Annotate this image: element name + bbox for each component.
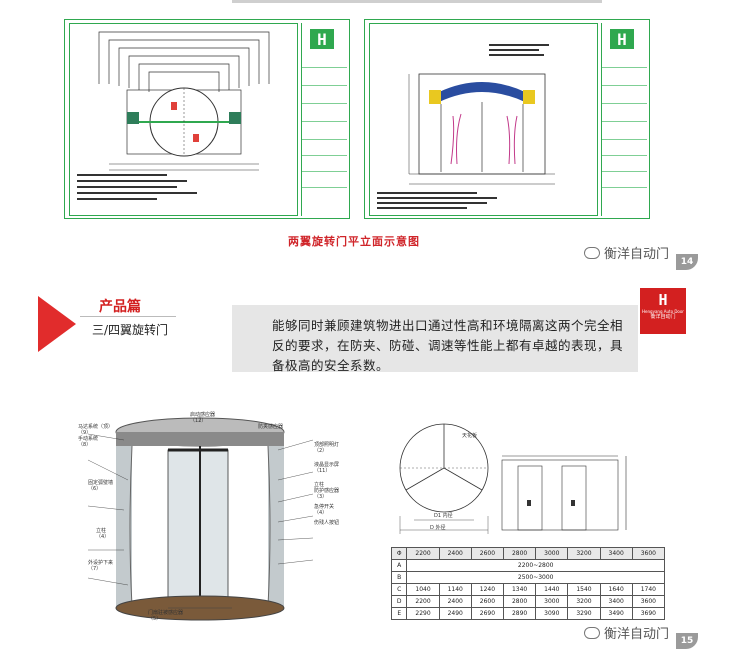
watermark-text: 衡洋自动门 — [604, 247, 670, 262]
page-number: 14 — [676, 254, 698, 270]
wechat-icon — [584, 246, 600, 259]
plan-label: 天花板 — [462, 433, 478, 439]
top-divider — [232, 0, 602, 3]
dim-outer-label: D 外径 — [430, 525, 446, 531]
table-row: C 1040 1140 1240 1340 1440 1540 1640 174… — [390, 583, 666, 596]
elevation-view-svg — [377, 44, 555, 209]
brand-logo-subtext: 衡洋自动门 — [650, 314, 676, 320]
section-underline — [80, 316, 176, 317]
revolving-door-illustration — [87, 416, 314, 621]
watermark: 衡洋自动门 — [584, 243, 669, 262]
wechat-icon — [584, 626, 600, 639]
diagram-label-left-4: 外设护下来 （7） — [88, 560, 114, 572]
diagram-label-left-2: 固定弧璧墙 （6） — [88, 480, 114, 492]
watermark-text: 衡洋自动门 — [604, 627, 670, 642]
section-arrow-icon — [38, 296, 76, 352]
dim-inner-label: D1 内径 — [434, 513, 453, 519]
table-row: D 2200 2400 2600 2800 3000 3200 3400 360… — [390, 595, 666, 608]
table-row: B 2500~3000 — [390, 571, 665, 584]
diagram-label-left-3: 立柱 （4） — [96, 528, 110, 540]
table-header-row: Φ 2200 2400 2600 2800 3000 3200 3400 360… — [390, 547, 666, 560]
diagram-label-left: 马达系统（顶） （9） 手动系统 （8） — [78, 424, 114, 448]
plan-and-elevation-svg — [399, 423, 627, 534]
plan-view-svg — [77, 31, 270, 200]
description-text: 能够同时兼顾建筑物进出口通过性高和环境隔离这两个完全相反的要求，在防夹、防碰、调… — [272, 318, 624, 373]
description-box: 能够同时兼顾建筑物进出口通过性高和环境隔离这两个完全相反的要求，在防夹、防碰、调… — [232, 305, 638, 373]
diagram-label-right-top: 防夹感应器 — [258, 424, 284, 430]
drawing-logo: H — [310, 29, 334, 49]
drawing-logo: H — [610, 29, 634, 49]
section-subtitle: 三/四翼旋转门 — [92, 323, 169, 337]
brand-logo-text: Hengyang Auto Door — [642, 309, 684, 314]
diagram-label-top: 启动感应器 （12） — [190, 412, 216, 424]
diagram-label-right: 顶部照明灯 （2） 液晶显示屏 （11） 立柱 防护感应器 （3） 急停开关 （… — [314, 442, 340, 526]
drawing-caption: 两翼旋转门平立面示意图 — [288, 235, 420, 248]
table-row: A 2200~2800 — [390, 559, 665, 572]
section-title: 产品篇 — [99, 299, 141, 315]
diagram-label-bottom: 门扇驻被感应器 （5） — [148, 610, 184, 622]
plan-drawing-sheet: H — [64, 19, 350, 219]
page-number-2: 15 — [676, 633, 698, 649]
elevation-drawing-sheet: H — [364, 19, 650, 219]
brand-logo: H Hengyang Auto Door 衡洋自动门 — [640, 288, 686, 334]
spec-table: Φ 2200 2400 2600 2800 3000 3200 3400 360… — [390, 547, 666, 620]
table-row: E 2290 2490 2690 2890 3090 3290 3490 369… — [390, 607, 666, 620]
watermark-2: 衡洋自动门 — [584, 623, 669, 642]
